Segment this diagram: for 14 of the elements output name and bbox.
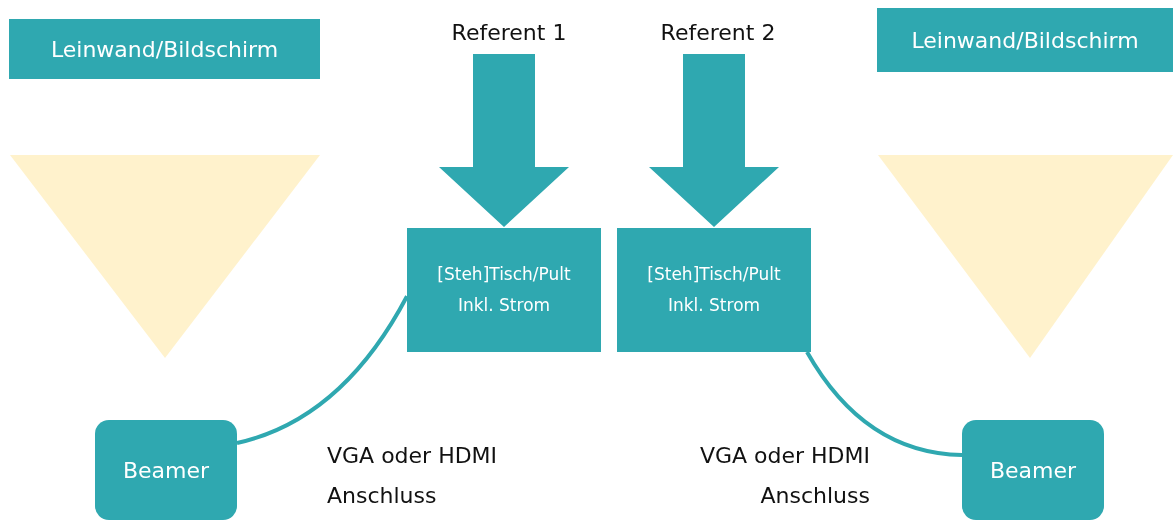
connection-note: VGA oder HDMI Anschluss xyxy=(327,442,499,510)
projector-box: Beamer xyxy=(95,420,237,520)
table-box: [Steh]Tisch/Pult Inkl. Strom xyxy=(407,228,601,352)
screen-box: Leinwand/Bildschirm xyxy=(9,19,320,79)
table-box: [Steh]Tisch/Pult Inkl. Strom xyxy=(617,228,811,352)
projector-box: Beamer xyxy=(962,420,1104,520)
cable-line xyxy=(236,295,409,445)
screen-box: Leinwand/Bildschirm xyxy=(877,8,1173,72)
speaker-label: Referent 2 xyxy=(652,14,784,50)
speaker-label: Referent 1 xyxy=(445,14,573,50)
block-arrow xyxy=(439,54,569,227)
block-arrow xyxy=(649,54,779,227)
connection-note: VGA oder HDMI Anschluss xyxy=(698,442,870,510)
cable-line xyxy=(805,350,963,457)
